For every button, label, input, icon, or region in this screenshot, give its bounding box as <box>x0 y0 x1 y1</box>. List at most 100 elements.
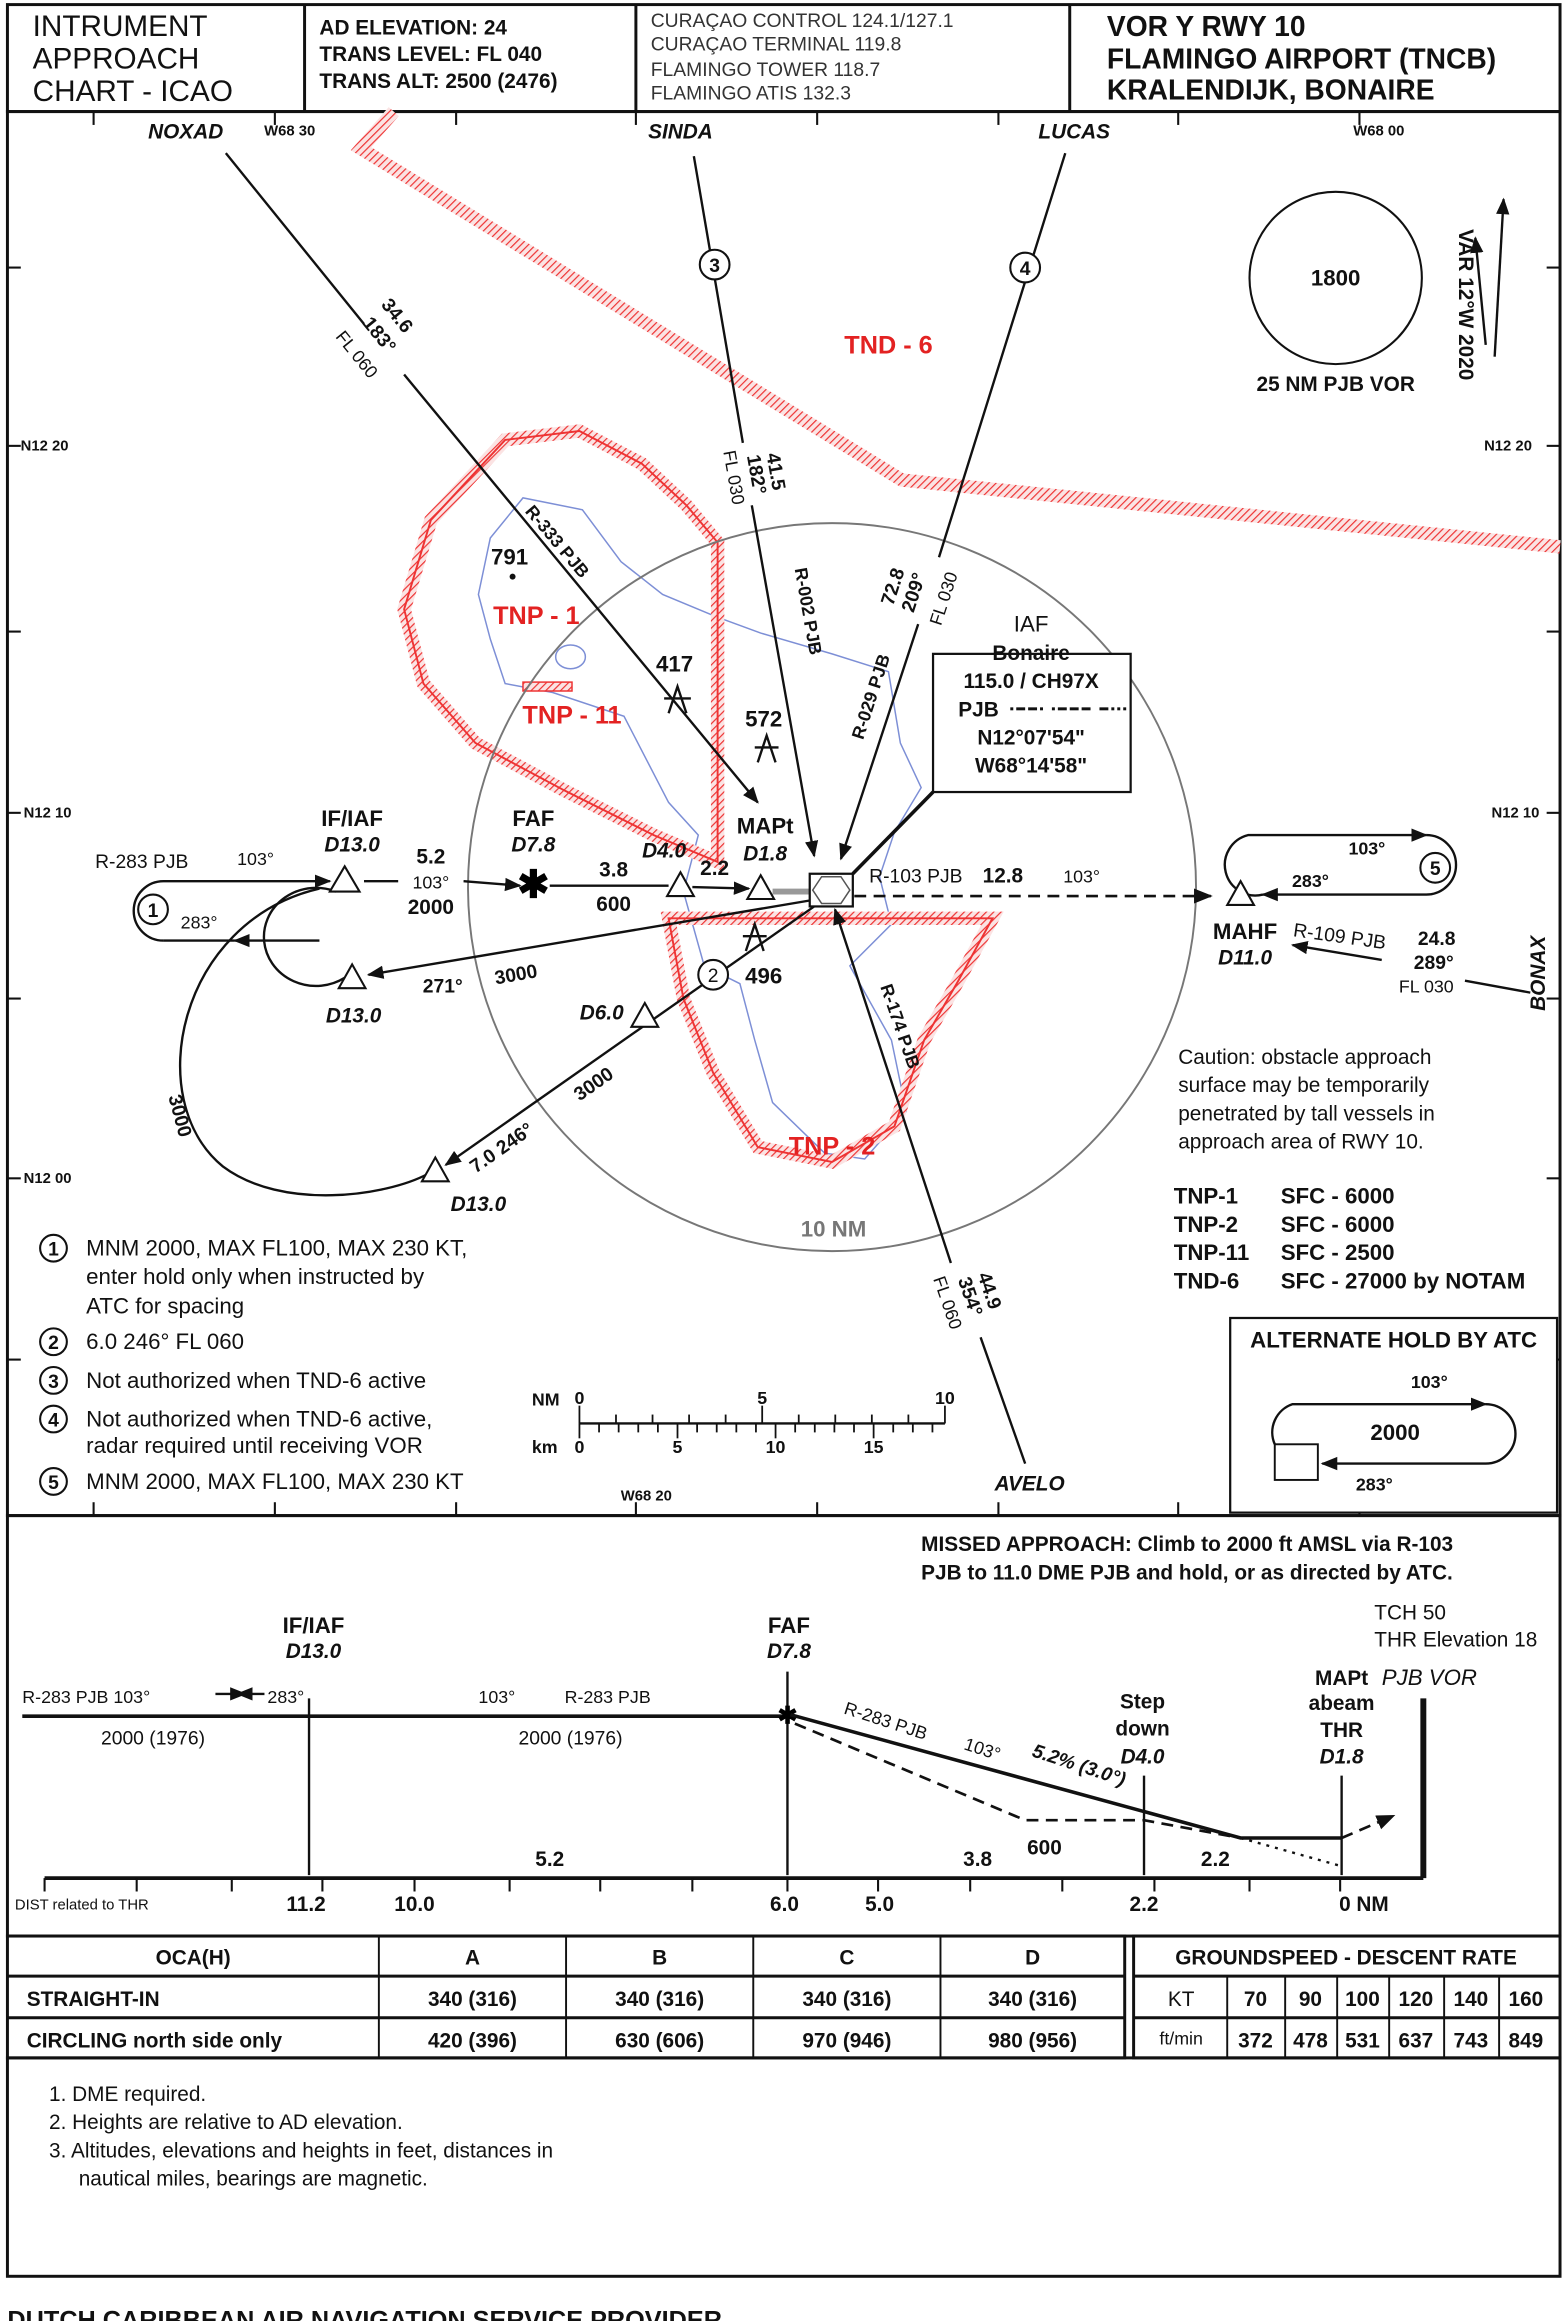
profile-course: R-283 PJB 103° <box>22 1687 150 1707</box>
sinda-arrival-track <box>692 155 814 856</box>
faf-cross-icon: ✱ <box>777 1703 797 1730</box>
table-header: OCA(H) <box>156 1946 231 1969</box>
leg-altitude: 2000 <box>408 896 454 919</box>
ad-elevation: AD ELEVATION: 24 <box>319 16 507 39</box>
fix-distance: D7.8 <box>511 833 555 856</box>
msa-circle <box>1248 190 1423 366</box>
profile-course: 103° <box>478 1687 515 1707</box>
hold-5-inbound <box>1261 833 1458 902</box>
groundspeed-value: 160 <box>1509 1988 1544 2011</box>
klein-bonaire <box>554 644 587 670</box>
distance-tick-label: 10.0 <box>394 1893 434 1916</box>
note-text: ATC for spacing <box>86 1294 244 1319</box>
msa-altitude: 1800 <box>1311 265 1361 290</box>
minima-row-label: STRAIGHT-IN <box>27 1988 160 2011</box>
legend-marker <box>39 1365 68 1395</box>
airspace-name: TND-6 <box>1174 1268 1240 1293</box>
table-header: C <box>839 1946 854 1969</box>
grid-label: W68 30 <box>264 123 315 139</box>
continuation-path <box>1240 1836 1342 1868</box>
note-text: 6.0 246° FL 060 <box>86 1329 244 1354</box>
minima-table <box>5 1934 1127 2060</box>
stepdown-label: Step <box>1120 1691 1165 1714</box>
footnote: nautical miles, bearings are magnetic. <box>79 2168 428 2191</box>
obstacle-elevation: 572 <box>745 707 782 732</box>
note-number: 2 <box>48 1333 59 1354</box>
fix-label: FAF <box>512 806 554 831</box>
radial-label: R-283 PJB <box>95 852 188 873</box>
leg-distance: 2.2 <box>700 857 729 880</box>
note-marker-2 <box>697 958 730 991</box>
groundspeed-value: 120 <box>1399 1988 1434 2011</box>
leg-altitude: 600 <box>596 893 631 916</box>
scale-tick-label: 15 <box>864 1437 884 1457</box>
fix-distance: D1.8 <box>743 842 787 865</box>
d130-south-triangle-icon <box>420 1155 451 1183</box>
plan-view: ✱ <box>5 107 1562 1518</box>
fix-distance: D4.0 <box>642 839 686 862</box>
table-header: B <box>652 1946 667 1969</box>
arrival-altitude: FL 030 <box>1399 977 1454 997</box>
legend-marker <box>39 1404 68 1434</box>
footnote: 2. Heights are relative to AD elevation. <box>49 2111 403 2134</box>
profile-fix-label: IF/IAF <box>283 1613 345 1638</box>
segment-distance: 2.2 <box>1201 1848 1230 1871</box>
profile-course: 103° <box>962 1734 1003 1764</box>
chart-type-line: CHART - ICAO <box>33 75 233 108</box>
airspace-label: TND - 6 <box>844 332 932 360</box>
magnetic-north-arrow-icon <box>1470 236 1487 345</box>
waypoint-avelo: AVELO <box>994 1472 1065 1495</box>
mahf-triangle-icon <box>1225 879 1256 906</box>
scale-tick-label: 0 <box>574 1437 584 1457</box>
leg-course: 271° <box>423 977 463 998</box>
grid-label: N12 20 <box>1484 438 1532 454</box>
alt-hold-vor-icon <box>1273 1443 1319 1481</box>
footer-provider: DUTCH CARIBBEAN AIR NAVIGATION SERVICE P… <box>7 2306 722 2321</box>
profile-fix-label: FAF <box>768 1613 810 1638</box>
tnp1-outline <box>403 430 719 864</box>
note-text: MNM 2000, MAX FL100, MAX 230 KT, <box>86 1236 467 1261</box>
alternate-hold-title: ALTERNATE HOLD BY ATC <box>1250 1328 1537 1353</box>
minima-value: 340 (316) <box>428 1988 517 2011</box>
noxad-arrival-track <box>224 152 758 802</box>
segment-distance: 3.8 <box>963 1848 992 1871</box>
scale-label: km <box>532 1437 558 1457</box>
caution-text: approach area of RWY 10. <box>1178 1131 1423 1154</box>
profile-radial: R-283 PJB <box>565 1687 651 1707</box>
profile-course: 283° <box>267 1687 304 1707</box>
caution-text: surface may be temporarily <box>1178 1074 1429 1097</box>
groundspeed-value: 90 <box>1299 1988 1322 2011</box>
navaid-role: IAF <box>1014 612 1049 637</box>
r246-leg <box>444 905 815 1166</box>
leg-altitude: 3000 <box>571 1064 618 1106</box>
note-marker-number: 2 <box>708 966 719 987</box>
fix-distance: D13.0 <box>324 833 380 856</box>
profile-fix-distance: D13.0 <box>286 1640 342 1663</box>
groundspeed-value: 100 <box>1345 1988 1380 2011</box>
frequency: FLAMINGO ATIS 132.3 <box>651 84 851 105</box>
stepdown-label: down <box>1115 1717 1169 1740</box>
profile-radial: R-283 PJB <box>842 1698 930 1744</box>
descent-rate-value: 637 <box>1399 2029 1434 2052</box>
minima-value: 970 (946) <box>802 2029 891 2052</box>
lucas-arrival-track <box>841 152 1067 859</box>
note-number: 5 <box>48 1473 59 1494</box>
distance-tick-label: 5.0 <box>865 1893 894 1916</box>
note-marker-4 <box>1009 251 1042 284</box>
msa-label: 25 NM PJB VOR <box>1257 373 1415 396</box>
d4-mapt-leg <box>692 881 751 895</box>
note-text: radar required until receiving VOR <box>86 1433 423 1458</box>
distance-ticks <box>43 1878 1342 1892</box>
note-marker-3 <box>698 248 731 281</box>
profile-mapt-distance: D1.8 <box>1320 1746 1364 1769</box>
groundspeed-table-frame <box>1132 1934 1562 2060</box>
bonax-arrival-track <box>1293 945 1531 994</box>
minima-value: 340 (316) <box>615 1988 704 2011</box>
note-marker-number: 3 <box>709 256 720 277</box>
radial-label: R-109 PJB <box>1292 920 1387 954</box>
profile-mapt-label: abeam <box>1309 1692 1375 1715</box>
grid-label: W68 00 <box>1353 123 1404 139</box>
vor-box[interactable] <box>808 872 854 908</box>
grid-label: W68 20 <box>621 1489 672 1505</box>
groundspeed-unit: KT <box>1168 1988 1195 2011</box>
